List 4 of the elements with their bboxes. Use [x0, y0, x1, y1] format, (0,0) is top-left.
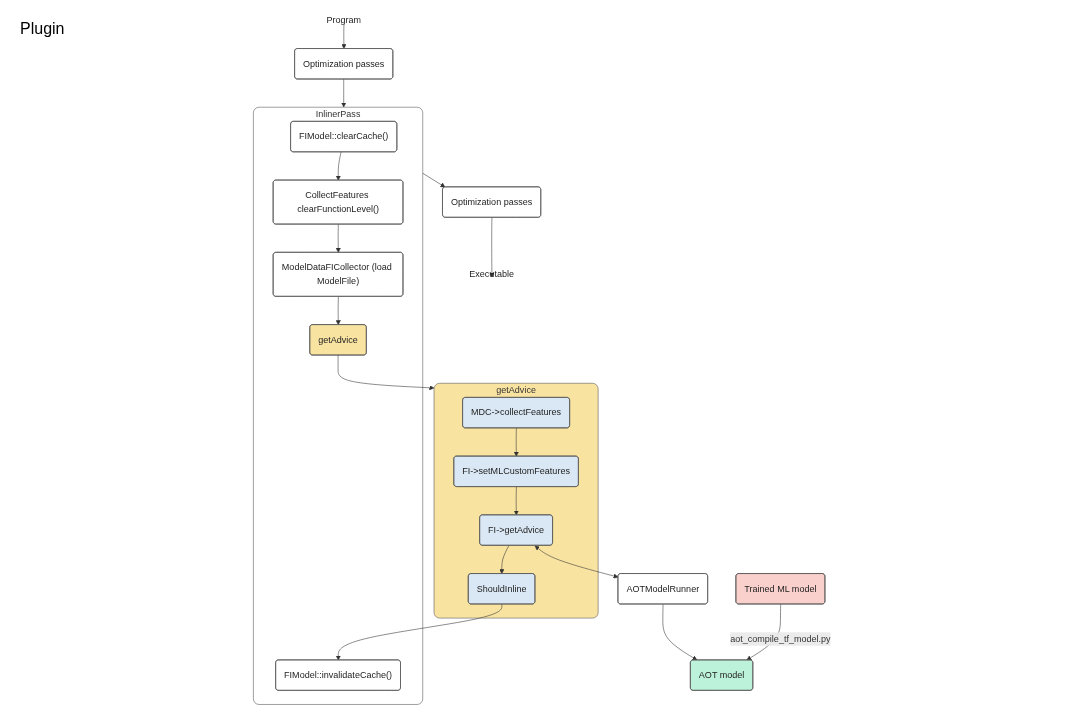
node-text: Program	[326, 15, 362, 25]
edge-label: aot_compile_tf_model.py	[730, 633, 831, 644]
node-text: Executable	[469, 269, 514, 279]
note-text: Plugin	[20, 20, 65, 38]
